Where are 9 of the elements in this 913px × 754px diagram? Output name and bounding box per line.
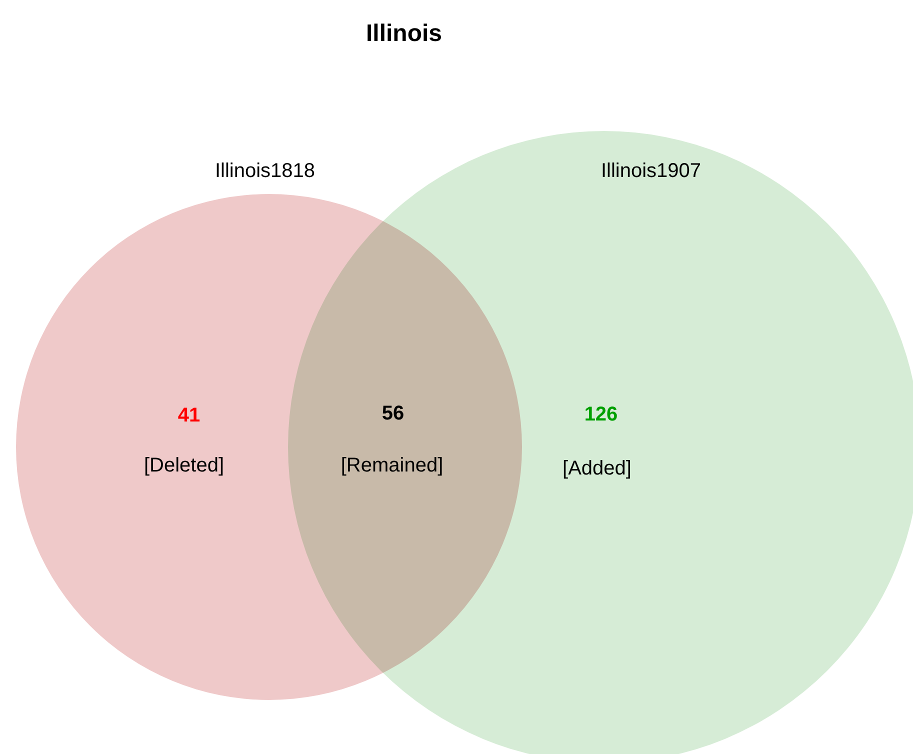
count: 56 — [382, 402, 404, 426]
count: 41 — [178, 404, 200, 428]
region-label: [Added] — [562, 458, 632, 480]
set-label: Illinois1907 — [600, 160, 702, 183]
region-label: [Deleted] — [144, 454, 224, 478]
set-label: Illinois1818 — [214, 160, 316, 183]
region-label: [Remained] — [340, 454, 444, 478]
chart-title: Illinois — [366, 20, 442, 48]
count: 126 — [584, 404, 618, 426]
